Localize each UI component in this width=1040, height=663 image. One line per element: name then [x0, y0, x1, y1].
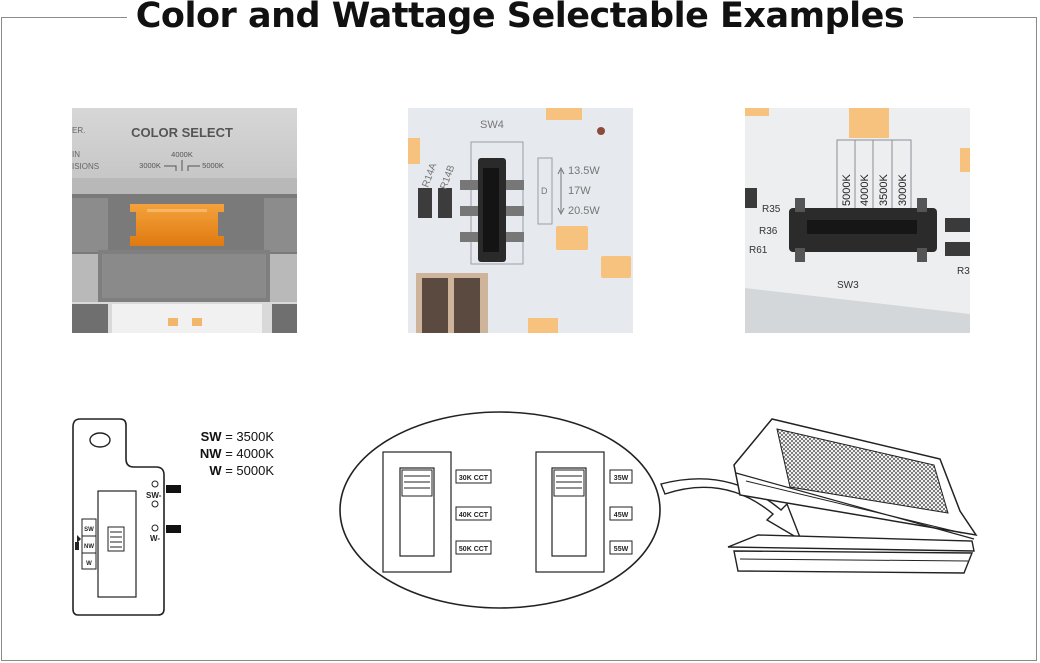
r3-label: R3 [957, 266, 970, 277]
color-select-label: COLOR SELECT [131, 125, 233, 140]
cct-label-40k: 40K CCT [459, 512, 489, 519]
legend-line-sw: SW = 3500K [201, 429, 275, 444]
legend-line-nw: NW = 4000K [200, 446, 274, 461]
cct-label-30k: 30K CCT [459, 475, 489, 482]
label-4000k-b: 4000K [859, 174, 871, 206]
label-4000k: 4000K [171, 150, 193, 159]
sw4-label: SW4 [480, 119, 504, 131]
r35-label: R35 [762, 204, 781, 215]
label-3000k: 3000K [139, 161, 161, 170]
page-title: Color and Wattage Selectable Examples [0, 0, 1040, 36]
r61-label: R61 [749, 245, 768, 256]
wattage-13-5w: 13.5W [568, 165, 600, 177]
wattage-17w: 17W [568, 185, 591, 197]
label-3000k-b: 3000K [897, 174, 909, 206]
switch-label-sw: SW [84, 527, 94, 533]
legend-line-w: W = 5000K [209, 463, 274, 478]
selector-switches-oval: 30K CCT 40K CCT 50K CCT 35W 45W 55W [338, 410, 663, 612]
sw3-label: SW3 [837, 280, 859, 291]
pin-sw-label: SW- [146, 491, 162, 500]
color-select-photo: COLOR SELECT 4000K 3000K 5000K ER. IN IS… [72, 108, 297, 333]
cct-label-50k: 50K CCT [459, 546, 489, 553]
switch-label-nw: NW [84, 544, 94, 550]
driver-switch-diagram: SW NW W SW- W- SW = 3500K NW = 4000K W =… [70, 415, 310, 620]
fixture-line-art [722, 415, 982, 580]
sw4-board-photo: SW4 R14A R14B D 13.5W 17W 20.5W [408, 108, 633, 333]
pointer-arrow [655, 470, 815, 550]
label-5000k: 5000K [202, 161, 224, 170]
sw3-board-photo: 5000K 4000K 3500K 3000K R35 R36 R61 SW3 … [745, 108, 970, 333]
edge-text-2: IN [72, 150, 80, 159]
watt-label-45w: 45W [614, 512, 629, 519]
label-5000k-b: 5000K [841, 174, 853, 206]
edge-text-1: ER. [72, 126, 85, 135]
label-3500k-b: 3500K [878, 174, 890, 206]
wattage-20-5w: 20.5W [568, 205, 600, 217]
edge-text-3: ISIONS [72, 162, 99, 171]
switch-label-w: W [86, 561, 92, 567]
d-label: D [541, 186, 548, 196]
pin-w-label: W- [150, 534, 160, 543]
watt-label-35w: 35W [614, 475, 629, 482]
r36-label: R36 [759, 226, 778, 237]
watt-label-55w: 55W [614, 546, 629, 553]
